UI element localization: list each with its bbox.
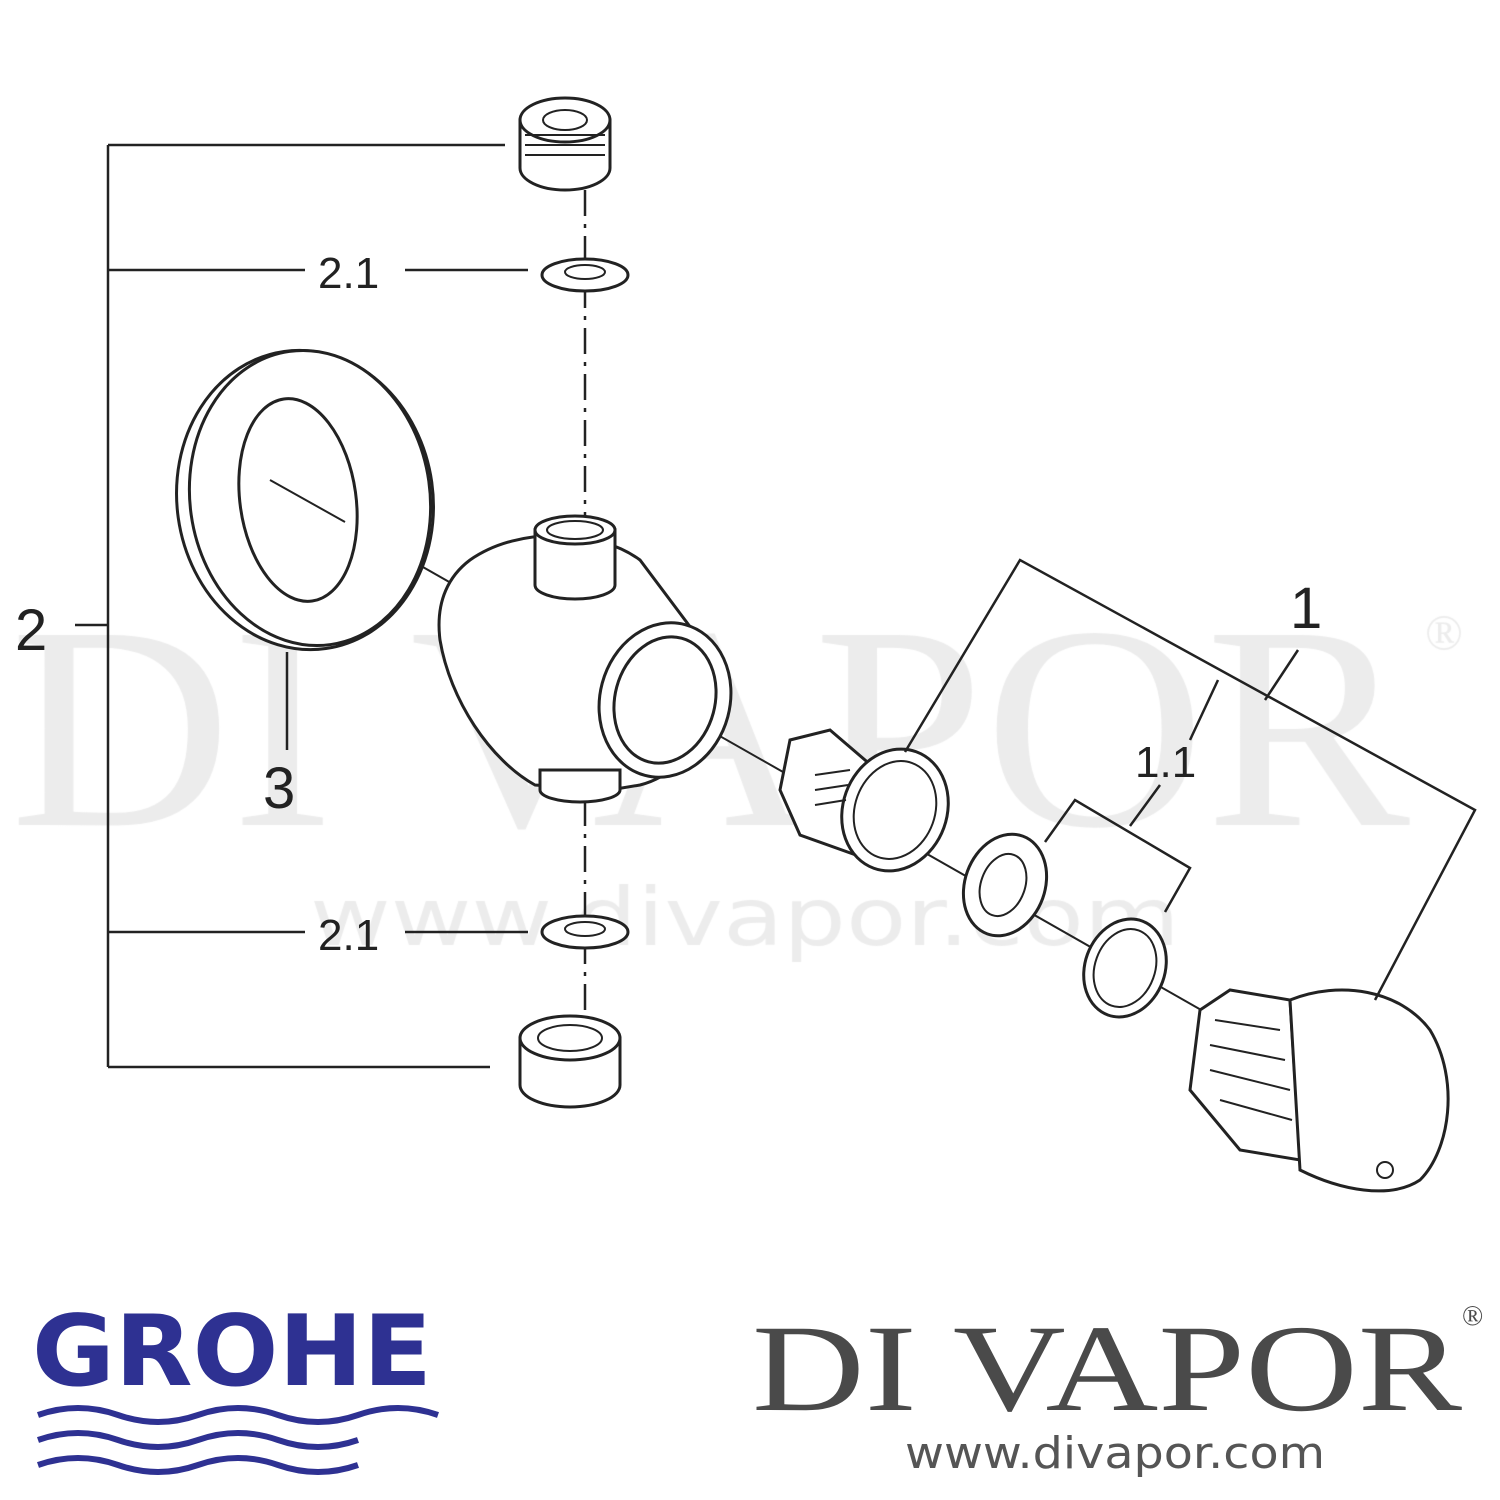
escutcheon-plate bbox=[175, 348, 435, 652]
leader-part-1-1 bbox=[1128, 784, 1162, 827]
washer-bottom bbox=[540, 914, 630, 950]
seal-ring-2 bbox=[1082, 917, 1168, 1019]
label-part-3: 3 bbox=[263, 756, 295, 821]
divapor-logo: DI VAPOR ® www.divapor.com bbox=[752, 1300, 1483, 1479]
top-threaded-nut bbox=[518, 96, 612, 192]
bracket-part-2 bbox=[75, 143, 528, 1069]
label-part-1-1: 1.1 bbox=[1135, 738, 1196, 787]
leader-part-1 bbox=[1263, 649, 1300, 701]
divapor-url: www.divapor.com bbox=[905, 1428, 1325, 1479]
bracket-part-1-1 bbox=[1043, 798, 1192, 913]
grohe-logo: GROHE bbox=[32, 1295, 439, 1475]
cartridge-sleeve bbox=[778, 728, 950, 873]
axis-horizontal bbox=[269, 479, 1211, 1016]
grohe-wave-2 bbox=[37, 1430, 359, 1450]
valve-body bbox=[437, 514, 733, 804]
seal-ring-1 bbox=[961, 832, 1049, 938]
washer-top bbox=[540, 257, 630, 293]
label-part-1: 1 bbox=[1290, 576, 1322, 641]
label-part-2-1-top: 2.1 bbox=[318, 249, 379, 298]
divapor-registered: ® bbox=[1462, 1301, 1483, 1332]
bottom-threaded-nut bbox=[518, 1014, 622, 1109]
bracket-part-1 bbox=[903, 558, 1477, 1001]
grohe-logo-text: GROHE bbox=[32, 1295, 432, 1409]
flush-cartridge bbox=[1188, 988, 1450, 1193]
grohe-wave-1 bbox=[37, 1405, 439, 1425]
label-part-2-1-bottom: 2.1 bbox=[318, 911, 379, 960]
leader-part-1-1-upper bbox=[1188, 679, 1220, 741]
grohe-wave-3 bbox=[37, 1455, 359, 1475]
divapor-logo-text: DI VAPOR bbox=[752, 1300, 1462, 1437]
label-part-2: 2 bbox=[15, 598, 47, 663]
